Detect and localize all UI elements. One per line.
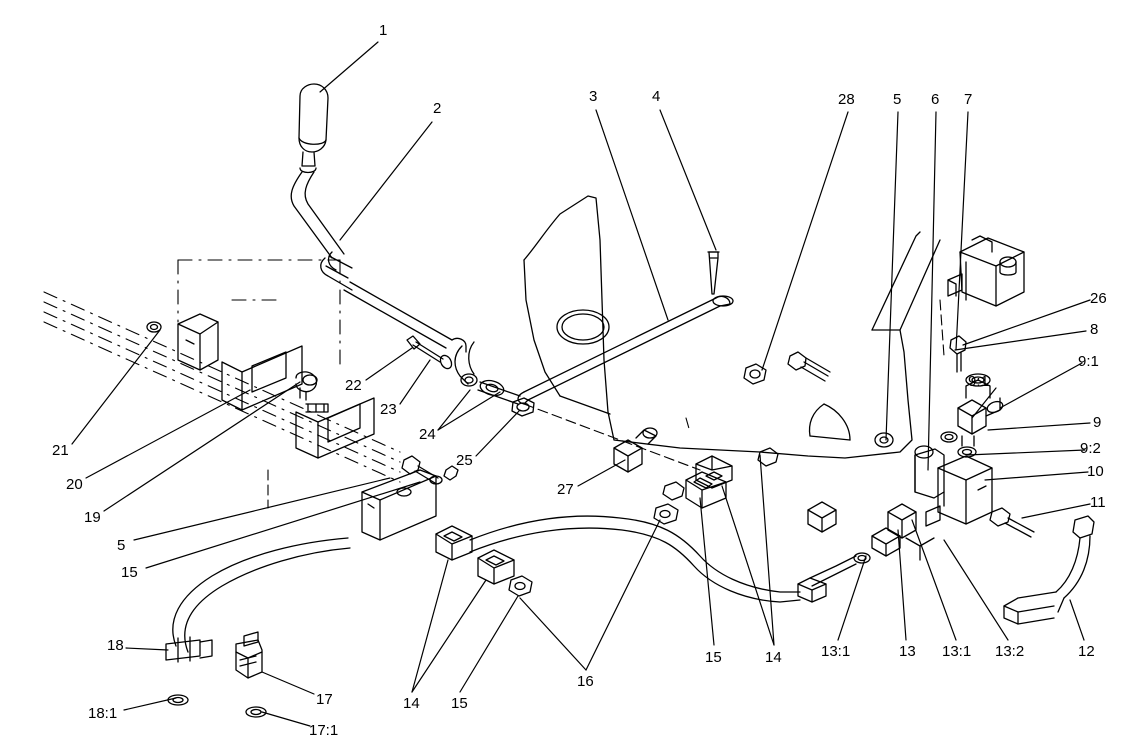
callout-15-bottom: 15 [451, 695, 468, 712]
callout-15-left: 15 [121, 564, 138, 581]
part-14-clamp-upper [685, 471, 727, 509]
part-22-23-bolt-washer [406, 335, 453, 370]
misc-hardware [302, 374, 459, 481]
part-9-fitting-assembly [940, 373, 1004, 458]
callout-13: 13 [899, 643, 916, 660]
callout-9-2: 9:2 [1080, 440, 1101, 457]
callout-22: 22 [345, 377, 362, 394]
part-25-nut [511, 397, 535, 417]
part-3-boom-tube [517, 295, 734, 405]
callout-9-1-right: 9:1 [1078, 353, 1099, 370]
callout-16: 16 [577, 673, 594, 690]
callout-24: 24 [419, 426, 436, 443]
part-7-bolt [949, 335, 967, 373]
part-15-nuts [508, 481, 685, 597]
callout-3: 3 [589, 88, 598, 105]
part-5-bolt-top [787, 351, 831, 382]
part-5-lower-bolt [401, 455, 443, 485]
main-frame-plate [523, 195, 941, 459]
lower-bracket-plate [361, 469, 437, 541]
callout-15-mid: 15 [705, 649, 722, 666]
callout-17: 17 [316, 691, 333, 708]
callout-25: 25 [456, 452, 473, 469]
callout-19: 19 [84, 509, 101, 526]
dashed-construction-lines [43, 259, 401, 483]
part-4-bolt-vertical [707, 251, 720, 295]
part-11-bolt [989, 507, 1035, 538]
part-6-spacer [914, 445, 945, 499]
part-14-clamp-lower-a [435, 525, 473, 561]
part-2-lever-rod [290, 171, 467, 353]
callout-12: 12 [1078, 643, 1095, 660]
callout-5-top: 5 [893, 91, 902, 108]
callout-7: 7 [964, 91, 973, 108]
part-27-fitting [613, 427, 658, 473]
callout-13-1-b: 13:1 [942, 643, 972, 660]
callout-9-1-left: 9:1 [968, 373, 989, 390]
callout-18: 18 [107, 637, 124, 654]
part-24-link-arm [454, 341, 521, 405]
callout-27: 27 [557, 481, 574, 498]
callout-13-1-a: 13:1 [821, 643, 851, 660]
part-16-hose [469, 515, 801, 603]
dashed-construction-lines-2 [267, 299, 945, 509]
part-10-valve-body [937, 455, 993, 525]
callout-8: 8 [1090, 321, 1099, 338]
callout-5-left: 5 [117, 537, 126, 554]
leader-lines [71, 41, 1091, 727]
part-17-18-hoses [165, 537, 351, 718]
part-1-lever-knob [298, 83, 329, 174]
callout-26: 26 [1090, 290, 1107, 307]
callout-1: 1 [379, 22, 388, 39]
callout-2: 2 [433, 100, 442, 117]
part-12-hose [1003, 515, 1095, 625]
callout-20: 20 [66, 476, 83, 493]
part-13-fitting-assembly [797, 503, 941, 603]
callout-11: 11 [1090, 494, 1106, 511]
part-26-valve-block [947, 235, 1025, 307]
callout-6: 6 [931, 91, 940, 108]
callout-14-mid: 14 [765, 649, 782, 666]
part-14-clamp-lower-b [477, 549, 515, 585]
callout-14-bottom: 14 [403, 695, 420, 712]
inline-fittings [757, 447, 837, 533]
callout-10: 10 [1087, 463, 1104, 480]
part-28-bolt [743, 363, 767, 385]
callout-23: 23 [380, 401, 397, 418]
part-14-clamp-mid [695, 455, 733, 489]
callout-17-1: 17:1 [309, 722, 339, 739]
callout-18-1: 18:1 [88, 705, 118, 722]
callout-21: 21 [52, 442, 69, 459]
callout-4: 4 [652, 88, 661, 105]
callout-28: 28 [838, 91, 855, 108]
callout-9: 9 [1093, 414, 1102, 431]
right-small-bracket [295, 397, 375, 459]
callout-13-2: 13:2 [995, 643, 1025, 660]
